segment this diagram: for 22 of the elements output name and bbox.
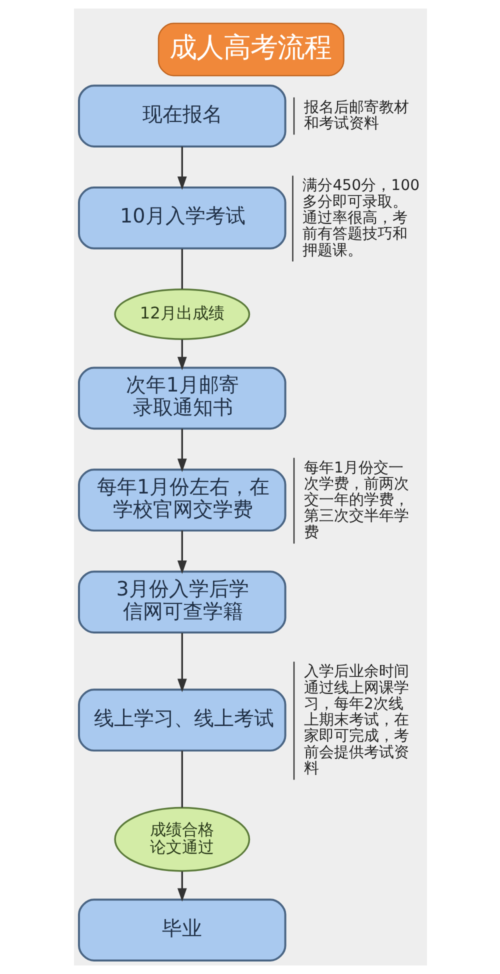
node-box: 毕业 [77,898,286,962]
node-ellipse: 12月出成绩 [114,288,250,340]
arrow [176,428,186,472]
node-box: 现在报名 [77,84,286,148]
connector [180,248,182,289]
arrow [176,871,186,902]
node-box: 10月入学考试 [77,186,286,250]
node-label: 满分450分，100多分即可录取。通过率很高，考前有答题技巧和押题课。 [302,176,420,259]
node-box: 3月份入学后学信网可查学籍 [77,570,286,634]
node-label: 入学后业余时间通过线上网课学习，每年2次线上期末考试，在家即可完成，考前会提供考试资料 [303,662,408,778]
node-box: 每年1月份左右，在学校官网交学费 [77,468,286,532]
node-ellipse: 成绩合格论文通过 [114,806,250,872]
arrow [176,146,186,190]
node-label: 每年1月份交一次学费，前两次交一年的学费，第三次交半年学费 [303,458,408,541]
node-label: 报名后邮寄教材和考试资料 [303,98,408,132]
connector [180,750,182,808]
arrow [176,633,186,692]
diagram-title: 成人高考流程 [169,32,332,64]
arrow [176,340,186,370]
node-box: 次年1月邮寄录取通知书 [77,366,286,430]
node-box: 线上学习、线上考试 [77,688,286,752]
arrow [176,530,186,574]
